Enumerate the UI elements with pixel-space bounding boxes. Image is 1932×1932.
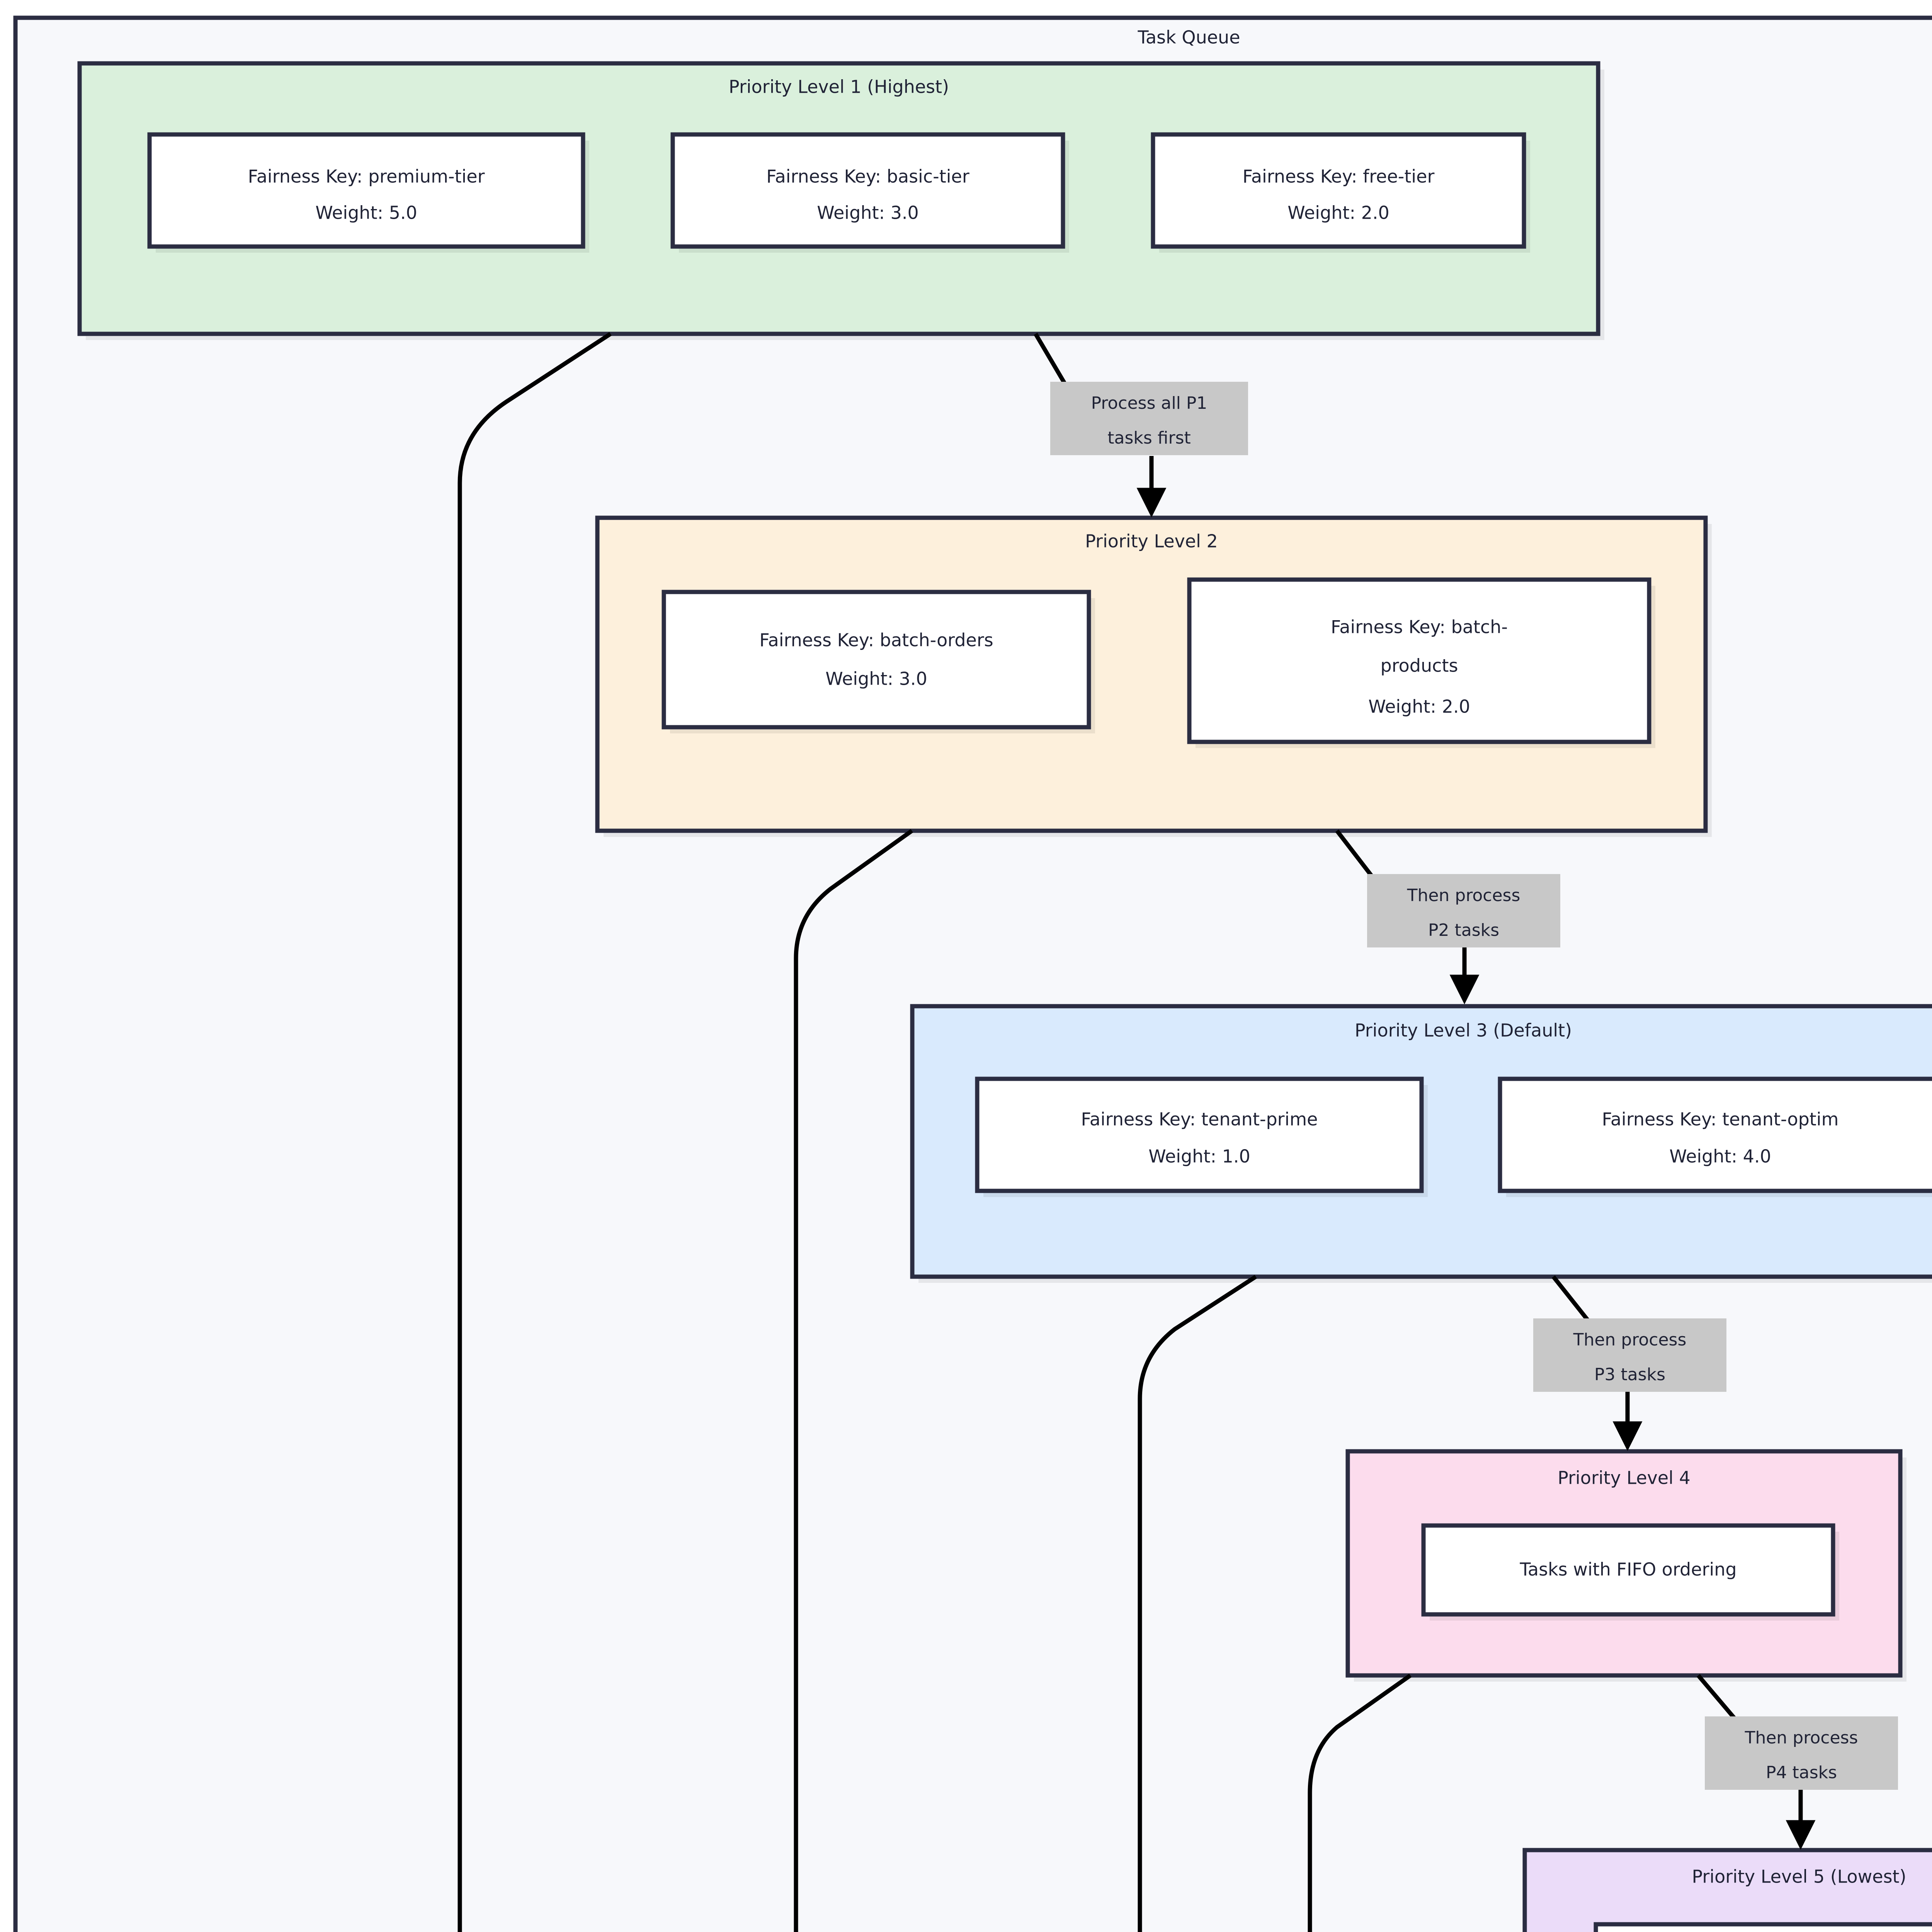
p1-leaf-0-weight: Weight: 5.0 [315, 202, 417, 223]
leaf-p4-fifo[interactable]: Tasks with FIFO ordering [1421, 1523, 1839, 1621]
p2-leaf-1-weight: Weight: 2.0 [1368, 696, 1470, 717]
task-queue-title: Task Queue [1137, 27, 1240, 48]
edge-label-then-process-p4: Then process P4 tasks [1705, 1716, 1898, 1790]
edge-p3-to-p4 [1551, 1275, 1643, 1451]
cluster-priority-level-4[interactable]: Priority Level 4 Tasks with FIFO orderin… [1345, 1449, 1906, 1682]
p2-title: Priority Level 2 [1085, 531, 1218, 552]
p3-leaf-1-weight: Weight: 4.0 [1669, 1146, 1771, 1167]
outer-container-task-queue: Task Queue [13, 15, 1932, 1932]
p3-leaf-0-box [975, 1077, 1424, 1193]
edge-p4-to-p5 [1696, 1674, 1816, 1850]
cluster-priority-level-5[interactable]: Priority Level 5 (Lowest) Tasks with FIF… [1522, 1848, 1932, 1932]
p2-leaf-0-weight: Weight: 3.0 [825, 668, 927, 689]
edge-p4-to-workers [1308, 1673, 1412, 1932]
p1-title: Priority Level 1 (Highest) [729, 77, 949, 97]
edge-label-1-line1: Process all P1 [1091, 393, 1208, 413]
leaf-p3-tenant-prime[interactable]: Fairness Key: tenant-prime Weight: 1.0 [975, 1077, 1428, 1197]
edge-label-then-process-p3: Then process P3 tasks [1533, 1318, 1726, 1392]
p2-leaf-1-key-line2: products [1381, 655, 1458, 676]
p1-leaf-1-box [670, 132, 1065, 249]
p5-title: Priority Level 5 (Lowest) [1692, 1866, 1906, 1887]
p3-title: Priority Level 3 (Default) [1355, 1020, 1572, 1041]
leaf-p2-batch-products[interactable]: Fairness Key: batch- products Weight: 2.… [1187, 577, 1655, 748]
edge-p2-to-p3 [1335, 829, 1480, 1005]
edge-p2-to-workers [794, 829, 913, 1932]
p2-leaf-0-key: Fairness Key: batch-orders [759, 630, 993, 651]
p3-leaf-1-key: Fairness Key: tenant-optim [1602, 1109, 1839, 1130]
edge-p1-to-workers [457, 332, 612, 1932]
edge-label-process-all-p1: Process all P1 tasks first [1050, 382, 1248, 455]
p1-leaf-2-box [1151, 132, 1526, 249]
edge-label-2-line1: Then process [1407, 886, 1520, 905]
p4-title: Priority Level 4 [1558, 1468, 1690, 1488]
edge-label-3-line1: Then process [1573, 1330, 1687, 1350]
edge-label-then-process-p2: Then process P2 tasks [1367, 874, 1560, 947]
edge-label-4-line1: Then process [1745, 1728, 1858, 1748]
p1-leaf-0-key: Fairness Key: premium-tier [248, 166, 485, 187]
p1-leaf-2-key: Fairness Key: free-tier [1243, 166, 1435, 187]
leaf-p1-premium-tier[interactable]: Fairness Key: premium-tier Weight: 5.0 [147, 132, 589, 253]
p1-leaf-0-box [147, 132, 585, 249]
edge-p1-to-p2 [1034, 333, 1167, 518]
p1-leaf-1-weight: Weight: 3.0 [817, 202, 919, 223]
p2-leaf-1-box [1187, 577, 1651, 744]
cluster-priority-level-1[interactable]: Priority Level 1 (Highest) Fairness Key:… [77, 61, 1604, 340]
edge-label-1-line2: tasks first [1107, 428, 1191, 448]
p3-leaf-0-key: Fairness Key: tenant-prime [1081, 1109, 1318, 1130]
p4-leaf-0-box [1421, 1523, 1835, 1617]
leaf-p5-fifo[interactable]: Tasks with FIFO ordering [1594, 1922, 1932, 1932]
p3-leaf-1-box [1498, 1077, 1932, 1193]
p4-leaf-0-text: Tasks with FIFO ordering [1519, 1559, 1736, 1580]
leaf-p1-basic-tier[interactable]: Fairness Key: basic-tier Weight: 3.0 [670, 132, 1069, 253]
p5-boundary [1522, 1848, 1932, 1932]
p2-leaf-1-key-line1: Fairness Key: batch- [1331, 617, 1508, 638]
p1-leaf-2-weight: Weight: 2.0 [1287, 202, 1389, 223]
edge-label-4-line2: P4 tasks [1766, 1763, 1837, 1782]
cluster-priority-level-3[interactable]: Priority Level 3 (Default) Fairness Key:… [910, 1004, 1932, 1283]
edge-p3-to-workers [1138, 1275, 1257, 1932]
p1-leaf-1-key: Fairness Key: basic-tier [766, 166, 969, 187]
edge-label-3-line2: P3 tasks [1594, 1365, 1665, 1384]
p3-leaf-0-weight: Weight: 1.0 [1148, 1146, 1250, 1167]
cluster-priority-level-2[interactable]: Priority Level 2 Fairness Key: batch-ord… [595, 515, 1712, 837]
edge-label-2-line2: P2 tasks [1428, 920, 1499, 940]
leaf-p2-batch-orders[interactable]: Fairness Key: batch-orders Weight: 3.0 [662, 590, 1095, 733]
p5-leaf-0-box [1594, 1922, 1932, 1932]
p2-leaf-0-box [662, 590, 1091, 730]
leaf-p3-tenant-optim[interactable]: Fairness Key: tenant-optim Weight: 4.0 [1498, 1077, 1932, 1197]
leaf-p1-free-tier[interactable]: Fairness Key: free-tier Weight: 2.0 [1151, 132, 1530, 253]
